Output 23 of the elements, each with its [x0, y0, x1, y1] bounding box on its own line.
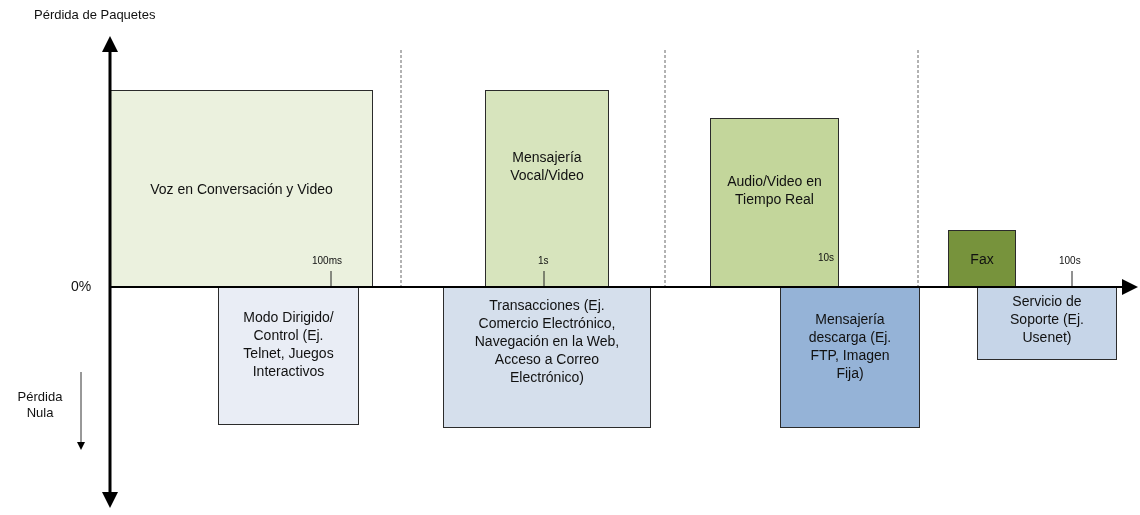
axis-value: 0% [71, 278, 92, 296]
tick-label: 10s [818, 252, 835, 265]
category-box [485, 90, 609, 287]
box-label: Modo Dirigido/ Control (Ej. Telnet, Juegos Interactivos [242, 308, 335, 380]
box-label: Mensajería Vocal/Video [509, 147, 585, 184]
category-box [977, 287, 1117, 360]
category-box [218, 287, 359, 425]
box-label: Mensajería descarga (Ej. FTP, Imagen Fija) [807, 310, 893, 382]
tick-label: 100s [1059, 255, 1081, 268]
axis-note: Pérdida Nula [16, 389, 64, 422]
category-box [948, 230, 1016, 287]
category-box [110, 90, 373, 287]
box-label: Audio/Video en Tiempo Real [727, 171, 822, 208]
box-label: Voz en Conversación y Video [150, 179, 333, 198]
tick-label: 1s [538, 255, 549, 268]
category-box [443, 287, 651, 428]
tick-label: 100ms [312, 255, 342, 268]
box-label: Servicio de Soporte (Ej. Usenet) [1009, 292, 1085, 346]
box-label: Fax [970, 249, 994, 268]
category-box [780, 287, 920, 428]
box-label: Transacciones (Ej. Comercio Electrónico, Navegación en la Web, Acceso a Correo Electrónico) [473, 296, 621, 386]
category-box [710, 118, 839, 287]
axis-title: Pérdida de Paquetes [34, 7, 156, 24]
